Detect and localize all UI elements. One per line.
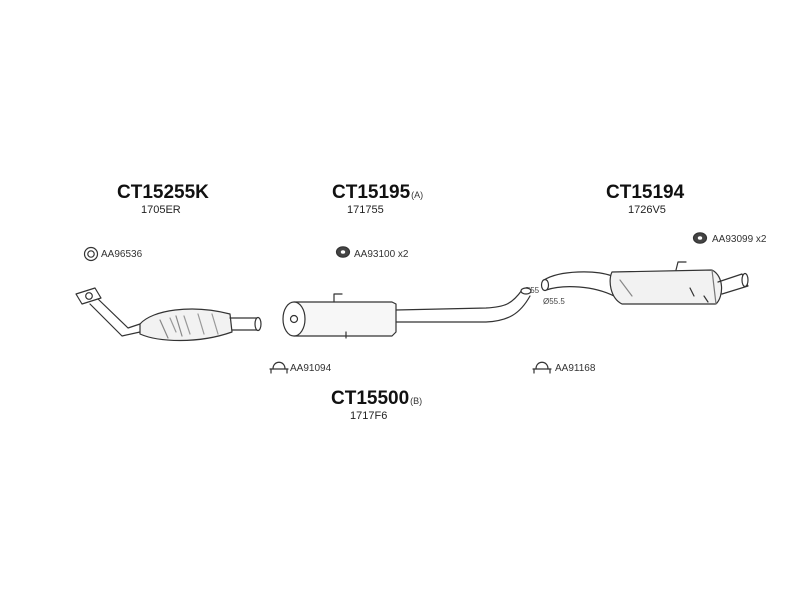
pipe-clamp-icon — [532, 361, 552, 374]
gasket-ring-icon — [83, 246, 99, 262]
part-variant-suffix: (B) — [410, 396, 423, 406]
part-code-catalytic: CT15255K — [117, 182, 209, 204]
part-ref-front-pipe: 1717F6 — [350, 410, 388, 422]
part-code-text: CT15195 — [332, 182, 411, 203]
part-code-text: CT15500 — [331, 388, 410, 409]
catalytic-converter-drawing — [75, 287, 262, 342]
diameter-label-55: Ø55 — [524, 286, 540, 295]
accessory-label-clamp-front: AA91094 — [290, 363, 332, 374]
pipe-clamp-icon — [269, 361, 289, 374]
accessory-label-mount-rear: AA93099 x2 — [712, 234, 767, 245]
diameter-label-55-5: Ø55.5 — [543, 297, 565, 306]
accessory-label-clamp-rear: AA91168 — [555, 363, 596, 374]
part-code-rear-silencer: CT15194 — [606, 182, 684, 204]
part-code-text: CT15255K — [117, 182, 209, 203]
accessory-label-gasket: AA96536 — [101, 249, 143, 260]
part-code-front-pipe: CT15500(B) — [331, 388, 422, 410]
part-ref-middle-silencer: 171755 — [347, 204, 384, 216]
part-ref-catalytic: 1705ER — [141, 204, 181, 216]
part-code-text: CT15194 — [606, 182, 685, 203]
part-ref-rear-silencer: 1726V5 — [628, 204, 666, 216]
rubber-mount-icon — [692, 232, 708, 244]
accessory-label-mount-front: AA93100 x2 — [354, 249, 409, 260]
part-variant-suffix: (A) — [411, 190, 424, 200]
middle-silencer-drawing — [282, 287, 532, 339]
rubber-mount-icon — [335, 246, 351, 258]
part-code-middle-silencer: CT15195(A) — [332, 182, 423, 204]
rear-silencer-drawing — [540, 261, 749, 305]
